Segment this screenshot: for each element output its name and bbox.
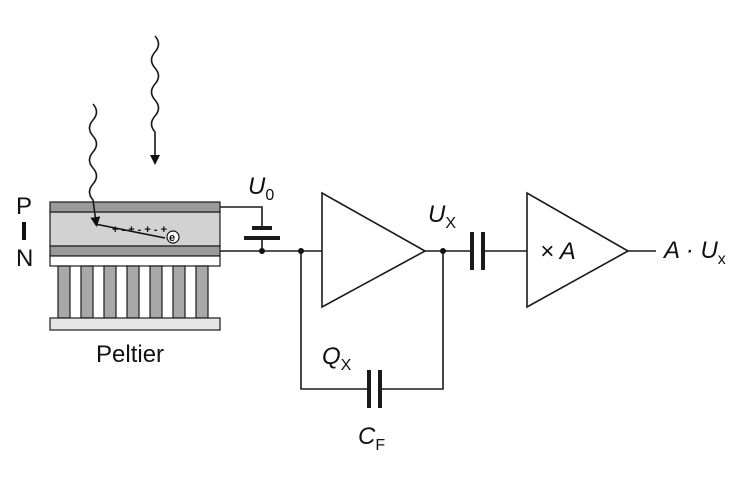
radiation-wavy-arrow-left <box>88 103 101 227</box>
peltier-fin <box>172 265 186 319</box>
gain-label: × A <box>540 238 576 265</box>
output-signal-label: A · Ux <box>662 237 726 268</box>
peltier-fin <box>103 265 117 319</box>
peltier-base <box>49 317 221 331</box>
peltier-fin <box>149 265 163 319</box>
layer-n-label: N <box>16 245 33 272</box>
peltier-fin <box>57 265 71 319</box>
peltier-label: Peltier <box>96 341 164 368</box>
n-electrode-lower-plate <box>49 255 221 267</box>
layer-i-mark <box>22 222 26 240</box>
charge-label: QX <box>322 343 352 374</box>
bias-voltage-source: U0 <box>220 173 280 251</box>
charge-amplifier <box>321 191 427 309</box>
ionization-track <box>94 223 166 239</box>
charge-carriers: + - + - + - + <box>112 224 167 236</box>
feedback-wire-right <box>382 251 444 390</box>
layer-p-label: P <box>16 193 32 220</box>
amp-output-label: UX <box>428 201 456 232</box>
peltier-fin <box>80 265 94 319</box>
node-bias <box>259 248 265 254</box>
intrinsic-layer <box>49 211 221 247</box>
peltier-fins <box>57 265 209 319</box>
peltier-cooler: Peltier <box>49 265 221 368</box>
feedback-capacitor-label: CF <box>358 423 385 454</box>
n-electrode <box>49 245 221 257</box>
peltier-fin <box>195 265 209 319</box>
pin-detector: + - + - + - + e P N <box>16 193 221 272</box>
bias-voltage-label: U0 <box>248 173 274 204</box>
electron-marker-label: e <box>169 232 175 244</box>
gain-amplifier <box>526 191 630 309</box>
bias-wire-top <box>220 206 263 226</box>
feedback-wire-left <box>300 251 367 390</box>
electron-marker <box>166 230 180 244</box>
p-electrode <box>49 201 221 213</box>
radiation-wavy-arrow-right <box>150 35 160 165</box>
peltier-fin <box>126 265 140 319</box>
